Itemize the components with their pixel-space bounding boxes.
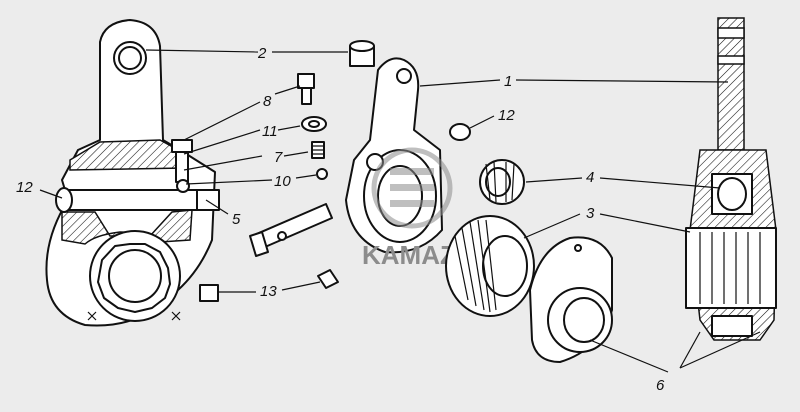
- callout-4: 4: [586, 169, 594, 186]
- callout-13: 13: [260, 283, 277, 300]
- callout-5: 5: [232, 211, 241, 228]
- leader-lines: [39, 49, 761, 373]
- seal-part: [479, 159, 525, 205]
- callout-1: 1: [504, 73, 512, 90]
- grease-fitting-part: [317, 269, 339, 289]
- screw-plug-part: [297, 73, 315, 105]
- callout-12-left: 12: [16, 179, 33, 196]
- needle-bearing-part: [445, 215, 535, 317]
- ball-part: [316, 168, 328, 180]
- kamaz-watermark: KAMAZ: [362, 240, 456, 270]
- o-ring-part: [449, 123, 471, 141]
- adjuster-body: [45, 19, 220, 327]
- washer-part: [301, 116, 327, 132]
- flange-plate-part: [529, 236, 613, 363]
- callout-3: 3: [586, 205, 595, 222]
- bushing-part: [349, 40, 375, 67]
- callout-2: 2: [257, 45, 267, 62]
- sectioned-lever-assembly: [685, 17, 777, 341]
- kamaz-logo: [371, 147, 453, 229]
- callout-11: 11: [262, 123, 278, 140]
- worm-shaft-part: [249, 203, 333, 257]
- callout-8: 8: [263, 93, 272, 110]
- callout-6: 6: [656, 377, 665, 394]
- callout-7: 7: [274, 149, 283, 166]
- callout-12-right: 12: [498, 107, 515, 124]
- callout-10: 10: [274, 173, 291, 190]
- spring-part: [311, 141, 325, 159]
